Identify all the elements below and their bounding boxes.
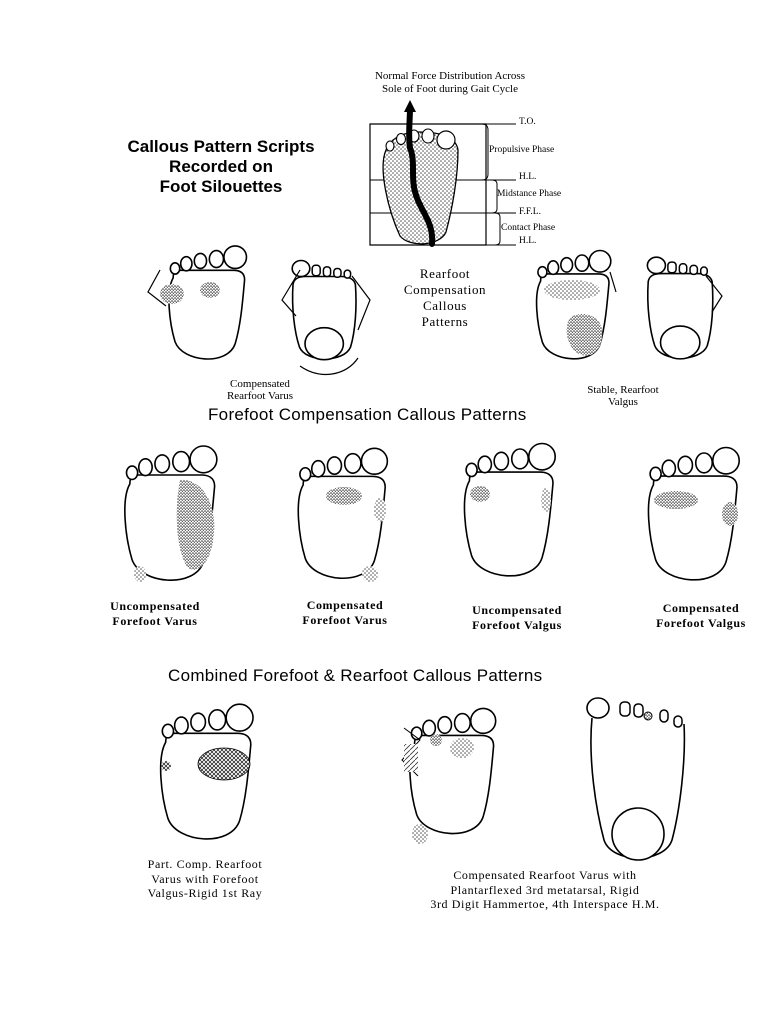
combined-label-right: Compensated Rearfoot Varus with Plantarf… [380, 868, 710, 912]
foot-compensated-forefoot-valgus [647, 446, 741, 581]
combined-heading: Combined Forefoot & Rearfoot Callous Pat… [168, 666, 543, 685]
label-line: Forefoot Varus [302, 612, 388, 627]
label-line: Compensated [230, 378, 290, 390]
rearfoot-label-right: Stable, Rearfoot Valgus [558, 384, 688, 408]
foot-compensated-rearfoot-varus-plantar [402, 707, 497, 844]
gait-marker-ffl: F.F.L. [519, 207, 541, 217]
foot-compensated-forefoot-varus [297, 447, 389, 582]
gait-phase-contact: Contact Phase [501, 223, 556, 233]
label-line: Uncompensated [110, 599, 200, 613]
label-line: Forefoot Valgus [656, 615, 746, 630]
forefoot-heading: Forefoot Compensation Callous Patterns [208, 405, 527, 424]
gait-marker-hl: H.L. [519, 172, 537, 182]
foot-part-comp-rearfoot-varus [159, 703, 254, 840]
foot-uncompensated-forefoot-varus [123, 445, 218, 582]
forefoot-label-3: Uncompensated Forefoot Valgus [452, 603, 582, 632]
foot-rearfoot-valgus-dorsal [646, 256, 722, 360]
rearfoot-label-left: Compensated Rearfoot Varus [195, 378, 325, 402]
foot-rearfoot-valgus-plantar [535, 249, 616, 360]
label-line: Forefoot Valgus [472, 617, 562, 632]
rearfoot-heading-line: Compensation [403, 281, 487, 297]
gait-caption-line: Sole of Foot during Gait Cycle [382, 82, 518, 95]
label-line: Rearfoot Varus [226, 390, 294, 403]
gait-phase-midstance: Midstance Phase [497, 189, 562, 199]
label-line: Part. Comp. Rearfoot [147, 857, 263, 871]
combined-label-left: Part. Comp. Rearfoot Varus with Forefoot… [110, 857, 300, 901]
gait-marker-to: T.O. [519, 117, 536, 127]
label-line: Plantarflexed 3rd metatarsal, Rigid [450, 882, 640, 897]
gait-caption: Normal Force Distribution Across Sole of… [330, 70, 570, 95]
forefoot-label-4: Compensated Forefoot Valgus [638, 601, 764, 630]
rearfoot-heading-line: Callous [423, 297, 467, 313]
gait-phase-propulsive: Propulsive Phase [489, 145, 555, 155]
page-title-line: Foot Silouettes [159, 177, 283, 197]
gait-caption-line: Normal Force Distribution Across [374, 70, 525, 82]
foot-rearfoot-varus-plantar [148, 245, 248, 360]
label-line: Forefoot Varus [112, 613, 198, 628]
label-line: Compensated [306, 598, 384, 612]
forefoot-label-1: Uncompensated Forefoot Varus [100, 599, 210, 628]
label-line: Uncompensated [472, 603, 562, 617]
label-line: Compensated Rearfoot Varus with [453, 868, 637, 882]
gait-marker-hl-2: H.L. [519, 236, 537, 246]
label-line: 3rd Digit Hammertoe, 4th Interspace H.M. [430, 897, 660, 912]
page-title-line: Recorded on [169, 157, 273, 177]
foot-uncompensated-forefoot-valgus [463, 442, 557, 577]
rearfoot-heading-line: Patterns [421, 313, 469, 329]
gait-diagram [370, 100, 516, 245]
label-line: Compensated [662, 601, 740, 615]
foot-compensated-rearfoot-varus-dorsal [587, 698, 684, 860]
label-line: Stable, Rearfoot [587, 384, 659, 396]
forefoot-label-2: Compensated Forefoot Varus [285, 598, 405, 627]
label-line: Varus with Forefoot [151, 871, 259, 886]
foot-rearfoot-varus-dorsal [282, 259, 370, 375]
label-line: Valgus [608, 396, 638, 409]
rearfoot-heading-line: Rearfoot [419, 266, 471, 281]
label-line: Valgus-Rigid 1st Ray [147, 886, 263, 901]
rearfoot-heading: Rearfoot Compensation Callous Patterns [380, 266, 510, 329]
page-title: Callous Pattern Scripts Recorded on Foot… [104, 137, 338, 197]
page-title-line: Callous Pattern Scripts [127, 137, 315, 156]
